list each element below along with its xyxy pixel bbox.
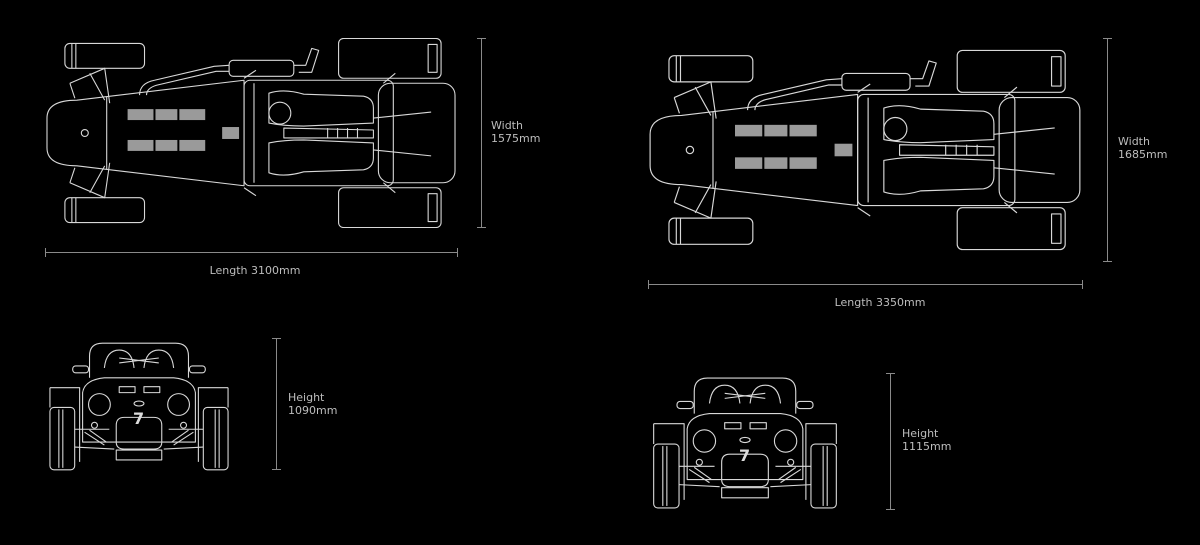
tick	[1103, 261, 1112, 262]
tick	[648, 280, 649, 289]
car-front-view-2	[648, 373, 842, 510]
tick	[45, 248, 46, 257]
tick	[1103, 38, 1112, 39]
height-title: Height	[902, 427, 939, 440]
car-front-view-1	[45, 338, 233, 472]
height-dimension-line-2	[890, 373, 891, 510]
width-dimension-line-1	[481, 38, 482, 228]
width-label-2: Width 1685mm	[1118, 135, 1167, 161]
tick	[1082, 280, 1083, 289]
height-dimension-line-1	[276, 338, 277, 470]
car-top-view-2	[648, 38, 1083, 262]
tick	[477, 227, 486, 228]
badge-logo-2: 7	[739, 446, 751, 465]
length-label-2: Length 3350mm	[834, 296, 926, 309]
tick	[272, 469, 281, 470]
tick	[457, 248, 458, 257]
tick	[886, 509, 895, 510]
tick	[272, 338, 281, 339]
tick	[477, 38, 486, 39]
width-label-1: Width 1575mm	[491, 119, 540, 145]
width-dimension-line-2	[1107, 38, 1108, 262]
length-dimension-line-2	[648, 284, 1083, 285]
tick	[886, 373, 895, 374]
height-title: Height	[288, 391, 325, 404]
height-value: 1090mm	[288, 404, 338, 417]
width-title: Width	[1118, 135, 1150, 148]
length-dimension-line-1	[45, 252, 458, 253]
width-title: Width	[491, 119, 523, 132]
height-label-2: Height 1115mm	[902, 427, 951, 453]
length-label-1: Length 3100mm	[209, 264, 301, 277]
badge-logo-1: 7	[133, 409, 145, 428]
width-value: 1575mm	[491, 132, 541, 145]
height-label-1: Height 1090mm	[288, 391, 337, 417]
width-value: 1685mm	[1118, 148, 1168, 161]
car-top-view-1	[45, 38, 458, 228]
height-value: 1115mm	[902, 440, 952, 453]
